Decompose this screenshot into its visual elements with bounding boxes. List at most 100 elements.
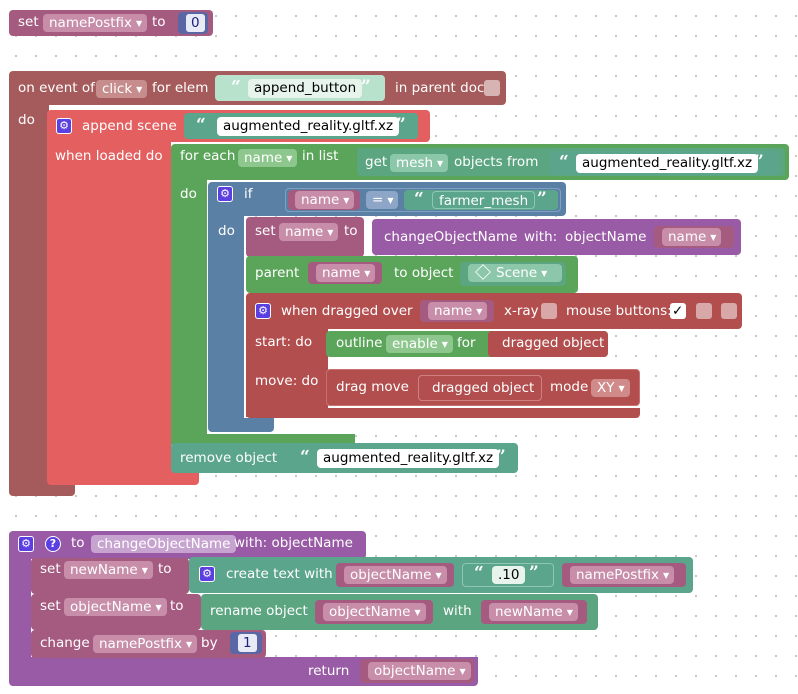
parent-target-dropdown[interactable]: Scene▼ [468,264,562,282]
number-field[interactable]: 0 [186,14,205,32]
drag-block[interactable] [246,293,742,329]
chevron-down-icon: ▼ [476,307,483,316]
outline-mode-dropdown[interactable]: enable▼ [386,335,453,353]
chevron-down-icon: ▼ [141,566,148,575]
get-type-dropdown[interactable]: mesh▼ [390,154,449,172]
dragged-object-block-2[interactable] [418,375,542,401]
create-text-label: create text with [226,566,333,582]
for-each-label: for each [180,148,236,164]
in-parent-doc-checkbox[interactable] [484,80,500,96]
rename-var-dropdown[interactable]: objectName▼ [323,603,426,621]
open-quote-icon: “ [414,189,424,209]
chevron-down-icon: ▼ [387,196,394,205]
open-quote-icon: “ [474,563,484,583]
remove-file-field[interactable]: augmented_reality.gltf.xz [317,449,500,468]
gear-icon[interactable]: ⚙ [18,536,34,552]
return-var-dropdown[interactable]: objectName▼ [368,662,471,680]
close-quote-icon: ” [529,563,539,583]
get-label: get [365,154,388,170]
to-keyword: to [152,14,166,30]
loop-variable-dropdown[interactable]: name▼ [238,149,298,167]
dragged-object-label-2: dragged object [432,380,535,396]
in-parent-doc-label: in parent doc [395,80,485,96]
mode-dropdown[interactable]: XY▼ [591,379,630,397]
parent-target: Scene [496,265,538,281]
mouse-button-2-checkbox[interactable] [696,303,712,319]
variable-dropdown[interactable]: namePostfix▼ [43,14,147,32]
do-label: do [18,112,35,128]
gear-icon[interactable]: ⚙ [199,566,215,582]
chevron-down-icon: ▼ [435,571,442,580]
close-quote-icon: ” [537,189,547,209]
elem-id-field[interactable]: append_button [248,79,363,98]
event-type-dropdown[interactable]: click▼ [96,80,148,98]
set-keyword: set [40,561,61,577]
rename-new-var: newName [495,604,563,620]
text-item-1: objectName [350,567,432,583]
drag-move-label: drag move [336,379,409,395]
scene-file-field[interactable]: augmented_reality.gltf.xz [217,117,400,136]
for-elem-label: for elem [152,80,209,96]
event-block-foot [9,482,75,496]
mouse-button-3-checkbox[interactable] [721,303,737,319]
gear-icon[interactable]: ⚙ [255,303,271,319]
change-by-field[interactable]: 1 [238,634,257,652]
call-arg-var: name [668,229,707,245]
compare-left-dropdown[interactable]: name▼ [295,191,355,209]
mode-label: mode [550,379,589,395]
chevron-down-icon: ▼ [663,571,670,580]
objects-file-field[interactable]: augmented_reality.gltf.xz [576,154,759,173]
on-event-of-label: on event of [18,80,95,96]
chevron-down-icon: ▼ [566,608,573,617]
chevron-down-icon: ▼ [541,269,548,278]
set-objectname-dropdown[interactable]: objectName▼ [64,598,167,616]
if-label: if [244,186,253,202]
dragged-object-label-1: dragged object [502,335,605,351]
dragged-object-block-1[interactable] [488,331,608,357]
set-newname-var: newName [70,562,138,578]
xray-checkbox[interactable] [541,303,557,319]
chevron-down-icon: ▼ [155,603,162,612]
to-keyword: to [158,561,172,577]
by-label: by [201,635,218,651]
mode-value: XY [597,380,615,396]
when-dragged-over-label: when dragged over [281,303,413,319]
set-keyword: set [255,223,276,239]
set-var-dropdown[interactable]: name▼ [279,223,339,241]
text-item-3: namePostfix [576,567,660,583]
rename-new-dropdown[interactable]: newName▼ [489,603,578,621]
compare-right-field[interactable]: farmer_mesh [432,191,536,209]
append-scene-body [47,138,171,478]
help-icon[interactable]: ? [45,536,61,552]
set-newname-dropdown[interactable]: newName▼ [64,561,153,579]
compare-left-var: name [301,192,340,208]
close-quote-icon: ” [754,152,764,172]
text-item-3-dropdown[interactable]: namePostfix▼ [570,566,675,584]
text-item-2-field[interactable]: .10 [492,566,526,584]
call-with-label: with: [524,229,558,245]
compare-operator-dropdown[interactable]: =▼ [366,191,399,209]
chevron-down-icon: ▼ [437,159,444,168]
chevron-down-icon: ▼ [414,608,421,617]
procedure-name-field[interactable]: changeObjectName [91,535,237,553]
get-type: mesh [396,155,434,171]
drag-var-dropdown[interactable]: name▼ [428,302,488,320]
close-quote-icon: ” [361,77,371,97]
gear-icon[interactable]: ⚙ [56,118,72,134]
parent-var-dropdown[interactable]: name▼ [316,264,376,282]
drag-body [246,325,328,417]
mouse-button-1-checkbox[interactable] [670,303,686,319]
call-arg-dropdown[interactable]: name▼ [662,228,722,246]
close-quote-icon: ” [396,115,406,135]
text-item-1-dropdown[interactable]: objectName▼ [344,566,447,584]
set-keyword: set [40,598,61,614]
change-var-dropdown[interactable]: namePostfix▼ [93,635,198,653]
set-objectname-var: objectName [70,599,152,615]
return-var: objectName [374,663,456,679]
chevron-down-icon: ▼ [710,233,717,242]
drag-var: name [434,303,473,319]
gear-icon[interactable]: ⚙ [217,186,233,202]
checkmark-icon: ✓ [672,303,684,319]
procedure-params-label: with: objectName [234,535,353,551]
rename-var: objectName [329,604,411,620]
